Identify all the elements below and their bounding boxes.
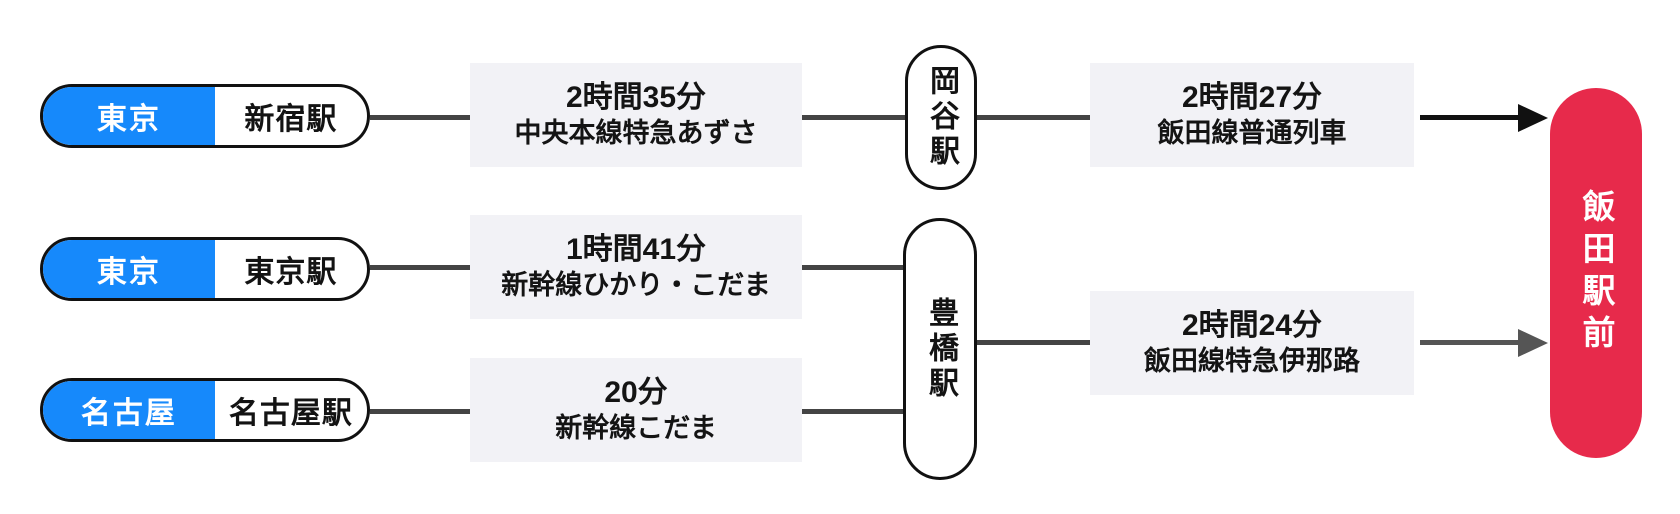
leg-box-hikari-kodama: 1時間41分 新幹線ひかり・こだま [470, 215, 802, 319]
hub-node-okaya: 岡谷駅 [905, 45, 977, 190]
station-label-nagoya: 名古屋駅 [228, 397, 353, 430]
hub-label-toyohashi: 豊橋駅 [924, 296, 957, 402]
area-badge-tokyo: 東京 [43, 240, 215, 298]
connector-shinjuku-to-azusa [370, 115, 470, 120]
leg-duration: 2時間35分 [565, 81, 707, 115]
arrow-upper-shaft [1420, 115, 1522, 120]
leg-train-name: 新幹線ひかり・こだま [501, 270, 771, 301]
hub-label-okaya: 岡谷駅 [925, 65, 958, 170]
leg-box-inaji: 2時間24分 飯田線特急伊那路 [1090, 291, 1414, 395]
connector-tokyo-to-hikari [370, 265, 470, 270]
leg-duration: 1時間41分 [565, 233, 707, 267]
leg-train-name: 飯田線特急伊那路 [1144, 346, 1360, 377]
station-label-shinjuku: 新宿駅 [244, 103, 338, 136]
area-badge-nagoya: 名古屋 [43, 381, 215, 439]
destination-pill-iida: 飯田駅前 [1550, 88, 1642, 458]
leg-duration: 2時間27分 [1181, 81, 1323, 115]
arrow-lower-shaft [1420, 340, 1522, 345]
arrow-right-icon [1518, 329, 1548, 357]
arrow-right-icon [1518, 104, 1548, 132]
station-label-tokyo: 東京駅 [244, 256, 338, 289]
leg-train-name: 飯田線普通列車 [1157, 118, 1347, 149]
destination-label: 飯田駅前 [1578, 189, 1615, 357]
connector-azusa-to-okaya [802, 115, 905, 120]
area-badge-tokyo: 東京 [43, 87, 215, 145]
connector-nagoya-to-kodama [370, 409, 470, 414]
leg-duration: 2時間24分 [1181, 309, 1323, 343]
hub-node-toyohashi: 豊橋駅 [903, 218, 977, 480]
connector-okaya-to-local [977, 115, 1090, 120]
origin-pill-nagoya: 名古屋 名古屋駅 [40, 378, 370, 442]
leg-box-azusa: 2時間35分 中央本線特急あずさ [470, 63, 802, 167]
leg-box-iida-local: 2時間27分 飯田線普通列車 [1090, 63, 1414, 167]
origin-pill-shinjuku: 東京 新宿駅 [40, 84, 370, 148]
leg-duration: 20分 [604, 376, 668, 410]
connector-kodama-to-toyohashi [802, 409, 903, 414]
leg-train-name: 中央本線特急あずさ [514, 118, 758, 149]
connector-hikari-to-toyohashi [802, 265, 903, 270]
origin-pill-tokyo-station: 東京 東京駅 [40, 237, 370, 301]
leg-train-name: 新幹線こだま [555, 413, 717, 444]
connector-toyohashi-to-inaji [977, 340, 1090, 345]
leg-box-kodama: 20分 新幹線こだま [470, 358, 802, 462]
